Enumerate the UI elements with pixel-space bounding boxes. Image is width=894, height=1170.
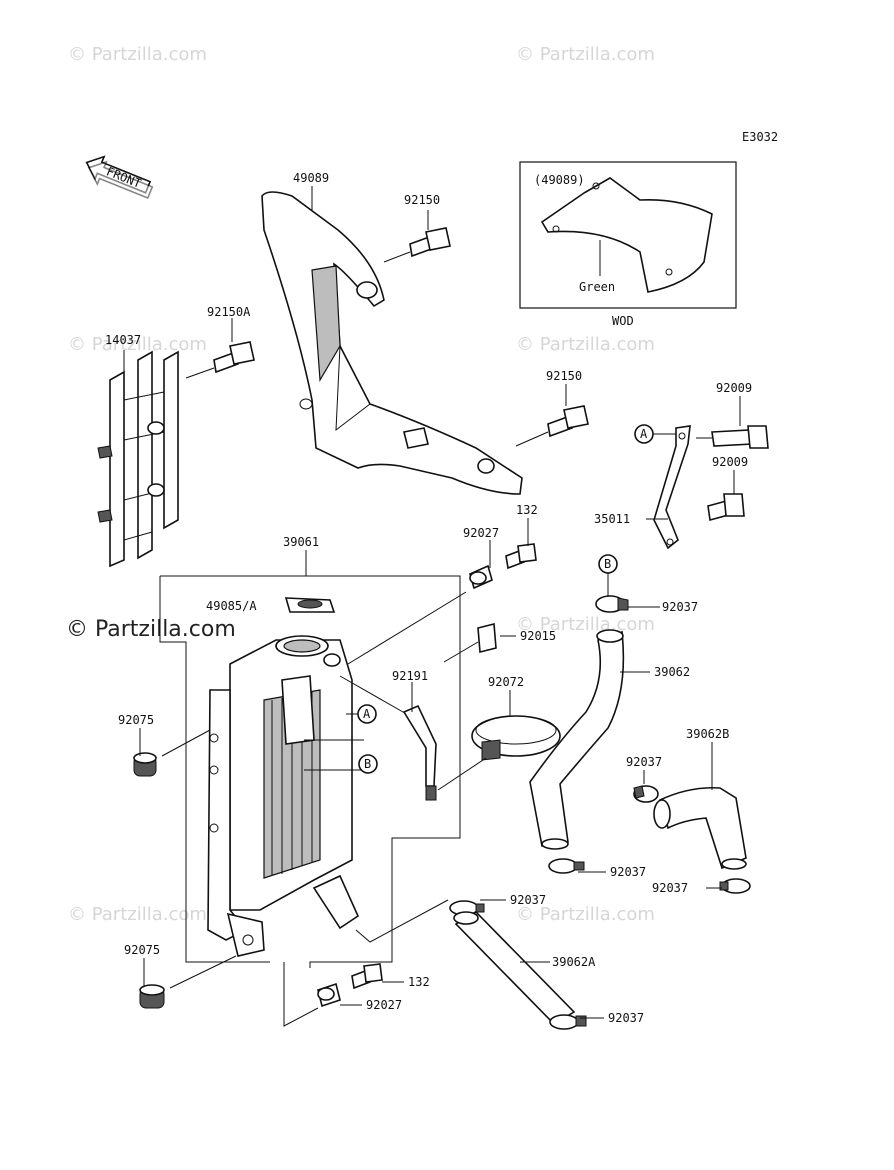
inset-part-ref: (49089) (534, 173, 585, 187)
watermarks: © Partzilla.com © Partzilla.com © Partzi… (66, 44, 655, 925)
callout-92009-b: 92009 (712, 455, 748, 469)
callout-92009-a: 92009 (716, 381, 752, 395)
marker-a1-label: A (640, 427, 648, 441)
hose-39062b (653, 786, 747, 870)
callout-92027-top: 92027 (463, 526, 499, 540)
callout-39061: 39061 (283, 535, 319, 549)
clip-92015-icon (443, 622, 497, 663)
watermark-prominent: © Partzilla.com (66, 617, 236, 642)
watermark-top-right: © Partzilla.com (516, 44, 655, 65)
marker-b2: B (358, 754, 378, 774)
leader-lines (304, 591, 467, 943)
callout-92037-right: 92037 (652, 881, 688, 895)
watermark-bottom-right: © Partzilla.com (516, 904, 655, 925)
clamp-92037-b-icon (595, 595, 629, 613)
marker-a1: A (634, 424, 676, 444)
callout-92150a: 92150A (207, 305, 251, 319)
callout-132-bottom: 132 (408, 975, 430, 989)
marker-b1-label: B (604, 557, 611, 571)
inset-hole-icon (552, 225, 560, 233)
hose-39062 (529, 629, 625, 850)
band-92072 (437, 715, 561, 791)
callout-92075-bottom: 92075 (124, 943, 160, 957)
callout-35011: 35011 (594, 512, 630, 526)
radiator-grille (97, 350, 179, 568)
watermark-mid-left: © Partzilla.com (68, 334, 207, 355)
callout-92037-bottom: 92037 (608, 1011, 644, 1025)
callout-49089: 49089 (293, 171, 329, 185)
inset-caption: WOD (612, 314, 634, 328)
bolt-92150-top-icon (383, 227, 451, 263)
callout-labels: 49089 92150 92150A 14037 92150 92009 920… (105, 171, 752, 1025)
inset-frame (519, 161, 737, 309)
callout-132-top: 132 (516, 503, 538, 517)
radiator-body (207, 635, 360, 957)
watermark-mid-right: © Partzilla.com (516, 334, 655, 355)
callout-39062: 39062 (654, 665, 690, 679)
callout-92037-mid: 92037 (626, 755, 662, 769)
hose-39062a (453, 910, 576, 1026)
assembly-outline (159, 575, 461, 968)
cap-seal-icon (284, 597, 336, 613)
bolt-92009-a-icon (696, 425, 769, 449)
callout-92150-top: 92150 (404, 193, 440, 207)
bolt-132-top-icon (505, 543, 537, 570)
grommet-92075-top-icon (133, 729, 211, 777)
watermark-center-right: © Partzilla.com (516, 614, 655, 635)
callout-92072: 92072 (488, 675, 524, 689)
callout-92027-bottom: 92027 (366, 998, 402, 1012)
marker-b1: B (598, 554, 618, 596)
callout-92150-mid: 92150 (546, 369, 582, 383)
callout-leaders (123, 186, 741, 1019)
collar-92027-bottom-icon (283, 962, 341, 1027)
radiator-bracket (653, 425, 691, 550)
callout-92037-hose-a: 92037 (510, 893, 546, 907)
callout-39062b: 39062B (686, 727, 729, 741)
clamp-92037-bottom-icon (549, 1014, 587, 1030)
bolt-132-bottom-icon (351, 963, 383, 990)
inset-shroud-shape (540, 177, 713, 293)
inset-panel: (49089) Green WOD (519, 161, 737, 328)
breather-tube (402, 704, 437, 801)
callout-92191: 92191 (392, 669, 428, 683)
watermark-bottom-left: © Partzilla.com (68, 904, 207, 925)
marker-b2-label: B (364, 757, 371, 771)
clamp-92037-lower-icon (548, 858, 585, 874)
callout-92015: 92015 (520, 629, 556, 643)
inset-hole-icon (665, 268, 673, 276)
diagram-code: E3032 (742, 130, 778, 144)
marker-a2: A (346, 704, 377, 724)
clamp-92037-right-icon (719, 878, 751, 894)
bolt-92150a-icon (185, 341, 255, 379)
front-arrow-icon: FRONT (85, 155, 154, 200)
inset-hole-icon (592, 182, 600, 190)
marker-a2-label: A (363, 707, 371, 721)
inset-color-note: Green (579, 280, 615, 294)
collar-92027-top-icon (469, 564, 493, 590)
bolt-92150-mid-icon (515, 405, 589, 447)
callout-39062a: 39062A (552, 955, 596, 969)
callout-92037-lower: 92037 (610, 865, 646, 879)
callout-14037: 14037 (105, 333, 141, 347)
callout-92075-top: 92075 (118, 713, 154, 727)
clamp-92037-mid-icon (633, 785, 659, 803)
callout-92037-b: 92037 (662, 600, 698, 614)
watermark-top-left: © Partzilla.com (68, 44, 207, 65)
bolt-92009-b-icon (707, 493, 745, 522)
radiator-shroud (261, 191, 523, 495)
grommet-92075-bottom-icon (139, 955, 237, 1009)
callout-49085a: 49085/A (206, 599, 257, 613)
